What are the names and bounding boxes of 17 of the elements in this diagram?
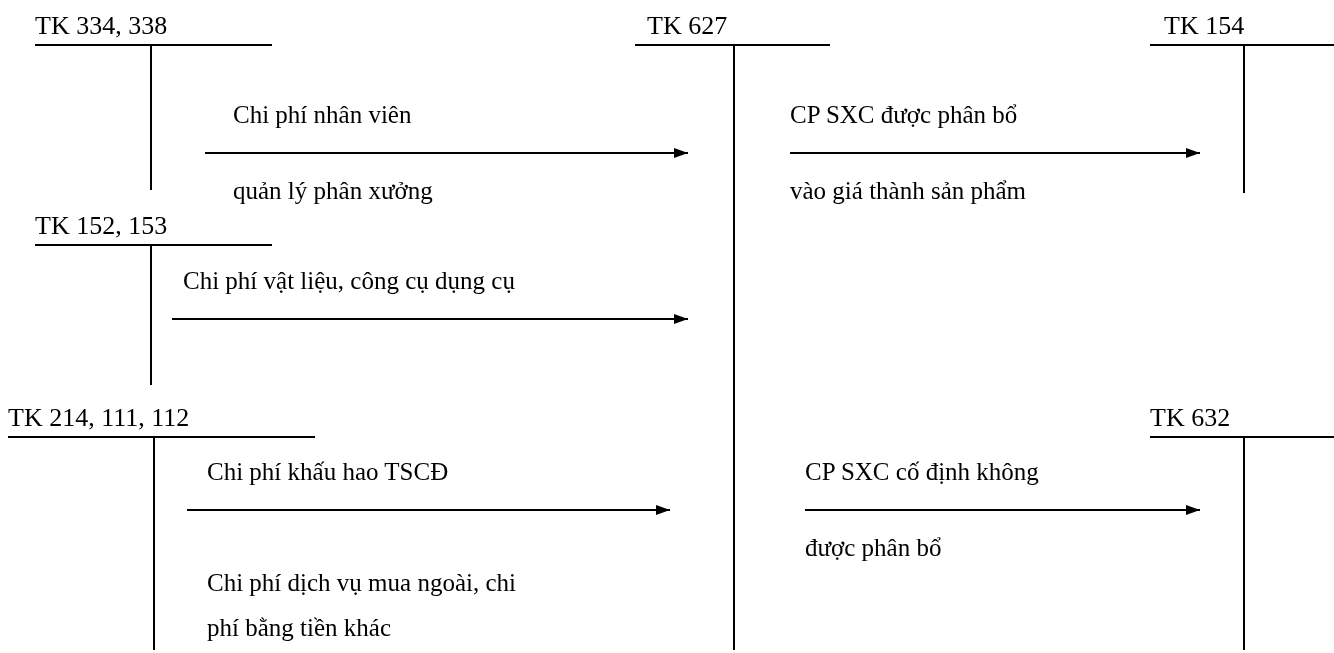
edge-label: CP SXC cố định không được phân bổ (805, 457, 1040, 563)
arrow (171, 314, 689, 324)
note-text: Chi phí dịch vụ mua ngoài, chi phí bằng tiền khác (207, 568, 517, 643)
edge-label: CP SXC được phân bổ vào giá thành sản phẩm (790, 100, 1028, 206)
account-title: TK 152, 153 (35, 208, 272, 246)
account-title: TK 214, 111, 112 (8, 400, 315, 438)
account-title: TK 627 (635, 8, 830, 46)
account-title: TK 632 (1150, 400, 1334, 438)
account-title: TK 334, 338 (35, 8, 272, 46)
edge-label: Chi phí khấu hao TSCĐ (207, 457, 450, 487)
edge-label: Chi phí vật liệu, công cụ dụng cụ (183, 266, 516, 296)
arrow (804, 505, 1201, 515)
account-title: TK 154 (1150, 8, 1334, 46)
arrow (789, 148, 1201, 158)
arrow (186, 505, 671, 515)
arrow (204, 148, 689, 158)
edge-label: Chi phí nhân viên quản lý phân xưởng (233, 100, 434, 206)
